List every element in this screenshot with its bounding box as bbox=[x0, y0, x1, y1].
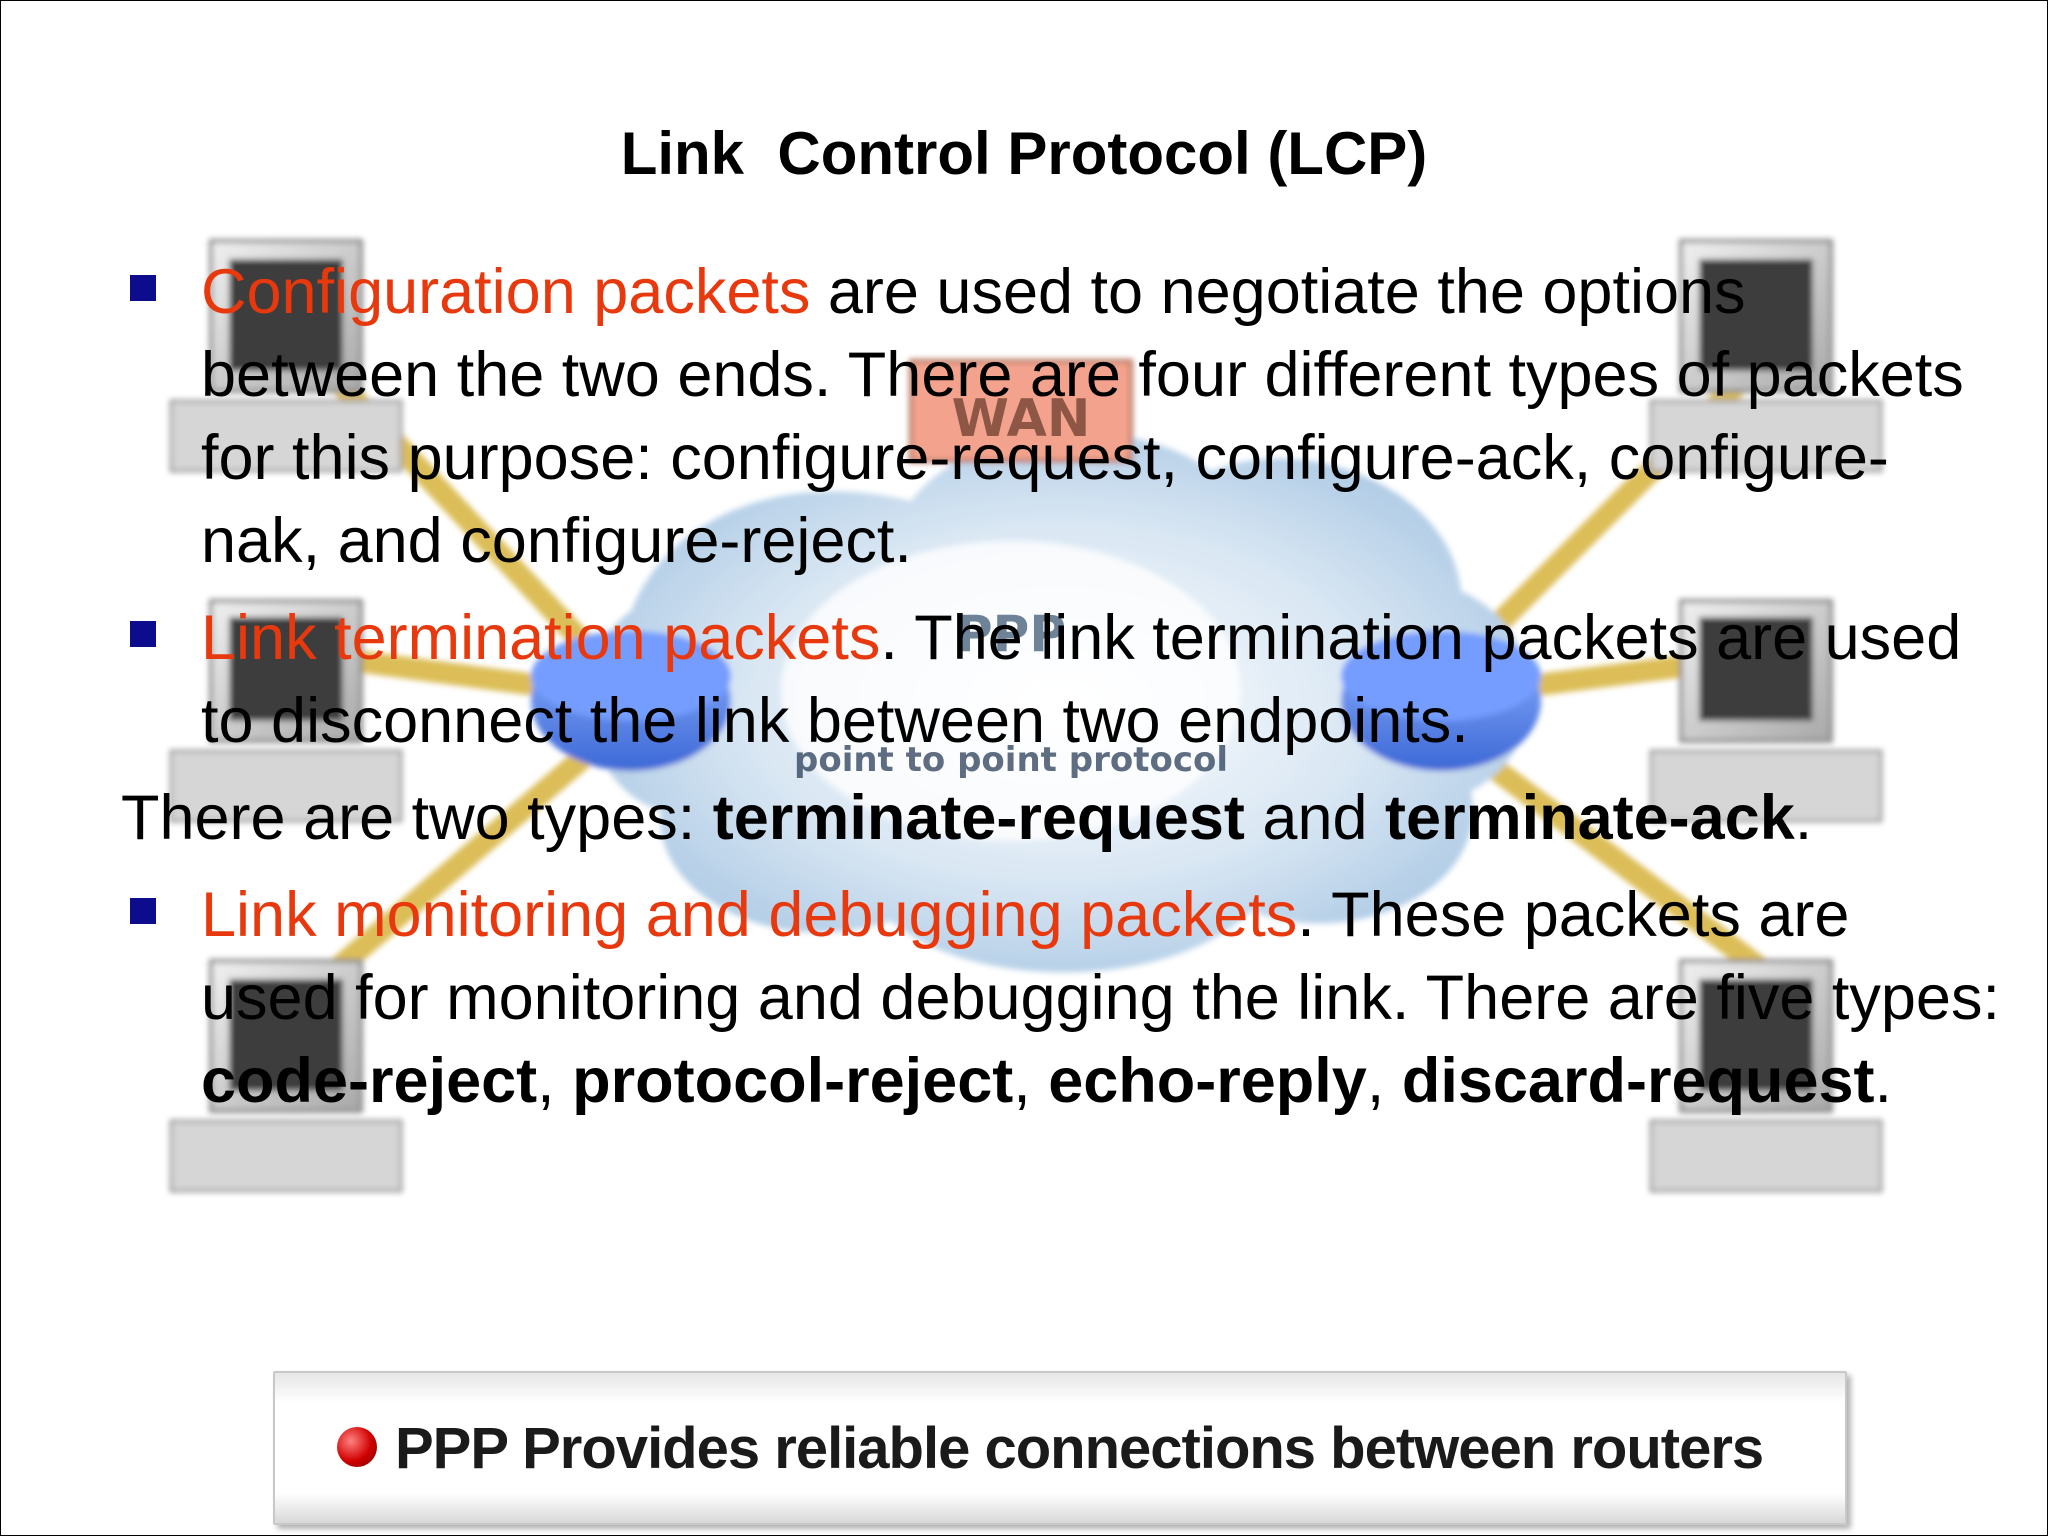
bullet-text: . These packets are used for monitoring … bbox=[201, 880, 2000, 1033]
bullet-link-termination-packets: Link termination packets. The link termi… bbox=[121, 597, 2001, 763]
network-diagram-background: WAN PPP point to point protocol bbox=[169, 239, 1883, 1193]
bullet-configuration-packets: Configuration packets are used to negoti… bbox=[121, 251, 2001, 583]
bullet-text: are used to negotiate the options betwee… bbox=[201, 257, 1964, 576]
square-bullet-icon bbox=[130, 275, 156, 301]
term-terminate-ack: terminate-ack bbox=[1385, 783, 1795, 853]
red-bullet-icon bbox=[337, 1427, 377, 1467]
square-bullet-icon bbox=[130, 898, 156, 924]
bullet-text: . The link termination packets are used … bbox=[201, 603, 1962, 756]
bullet-highlight: Configuration packets bbox=[201, 257, 811, 327]
square-bullet-icon bbox=[130, 621, 156, 647]
term-code-reject: code-reject bbox=[201, 1046, 538, 1116]
ppp-label: PPP bbox=[956, 605, 1066, 663]
termination-types-line: There are two types: terminate-request a… bbox=[121, 783, 1813, 853]
slide-title: Link Control Protocol (LCP) bbox=[620, 120, 1428, 187]
ppp-caption-text: PPP Provides reliable connections betwee… bbox=[395, 1416, 1764, 1481]
ppp-caption-box: PPP Provides reliable connections betwee… bbox=[273, 1371, 1847, 1525]
slide-content: Configuration packets are used to negoti… bbox=[121, 251, 2001, 1137]
term-terminate-request: terminate-request bbox=[712, 783, 1245, 853]
term-discard-request: discard-request bbox=[1401, 1046, 1875, 1116]
wan-label: WAN bbox=[952, 389, 1091, 449]
ppp-caption: point to point protocol bbox=[794, 740, 1228, 780]
term-protocol-reject: protocol-reject bbox=[572, 1046, 1014, 1116]
bullet-link-monitoring-packets: Link monitoring and debugging packets. T… bbox=[121, 874, 2001, 1123]
term-echo-reply: echo-reply bbox=[1048, 1046, 1367, 1116]
bullet-highlight: Link termination packets bbox=[201, 603, 881, 673]
bullet-highlight: Link monitoring and debugging packets bbox=[201, 880, 1298, 950]
